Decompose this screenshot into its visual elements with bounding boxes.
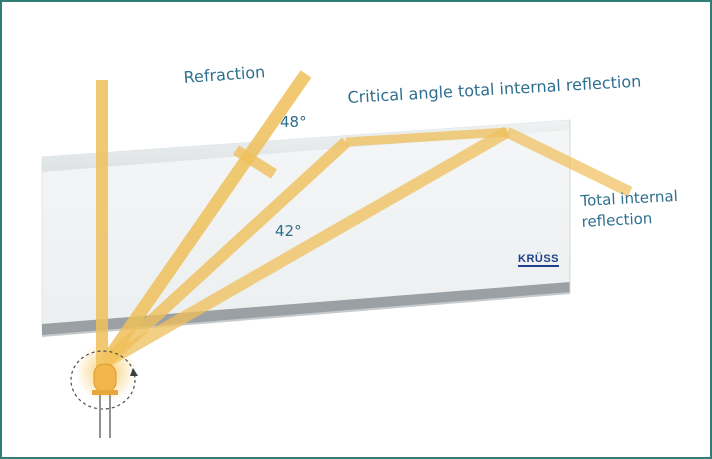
beam-refraction <box>100 70 312 366</box>
rotation-ring <box>70 350 136 410</box>
angle-42-label: 42° <box>275 222 302 240</box>
total-internal-line2: reflection <box>581 209 653 231</box>
angle-48-label: 48° <box>280 113 307 131</box>
kruss-logo: KRÜSS <box>518 253 560 267</box>
beam-total-internal <box>103 126 510 368</box>
beam-refraction-reflected <box>233 145 277 179</box>
total-internal-line1: Total internal <box>580 186 679 210</box>
beam-critical <box>101 137 351 367</box>
beam-total-internal-reflected <box>504 127 633 197</box>
rotation-arrow-icon <box>130 368 138 376</box>
led-icon <box>92 363 118 438</box>
total-internal-reflection-label: Total internal reflection <box>580 184 710 233</box>
beam-critical-along-surface <box>345 127 508 147</box>
